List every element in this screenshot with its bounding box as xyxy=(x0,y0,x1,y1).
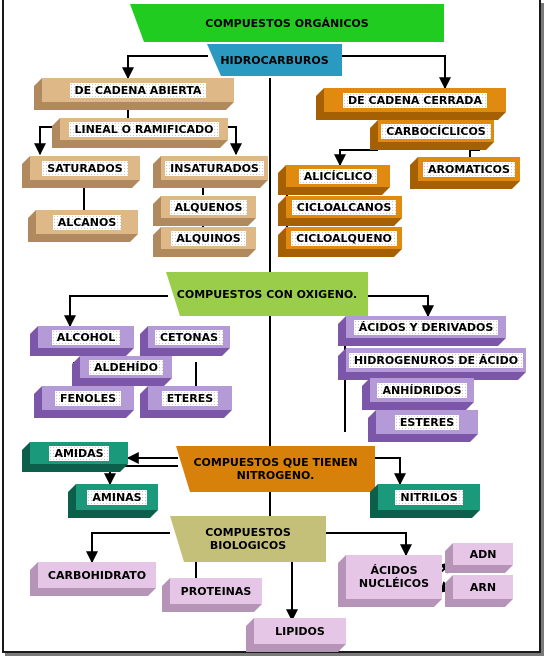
node-hidrogenuros-de-acido: HIDROGENUROS DE ÁCIDO xyxy=(338,348,526,380)
node-de-cadena-cerrada: DE CADENA CERRADA xyxy=(316,88,506,120)
node-esteres: ESTERES xyxy=(368,410,478,442)
node-amidas: AMIDAS xyxy=(22,442,128,472)
node-aliciclico: ALICÍCLICO xyxy=(278,165,390,195)
node-cetonas: CETONAS xyxy=(140,326,230,356)
hidrocarburos-box: HIDROCARBUROS xyxy=(207,44,342,76)
line-to-abierta xyxy=(122,55,208,80)
node-acidos-y-derivados: ÁCIDOS Y DERIVADOS xyxy=(338,316,506,346)
node-arn: ARN xyxy=(445,575,513,607)
node-cicloalcanos: CICLOALCANOS xyxy=(278,196,402,226)
line-to-aromaticos xyxy=(469,149,480,157)
node-eteres: ETERES xyxy=(140,386,232,418)
node-lineal-o-ramificado: LINEAL O RAMIFICADO xyxy=(52,118,228,148)
biologicos-box: COMPUESTOS BIOLOGICOS xyxy=(170,516,326,562)
line-to-cerrada xyxy=(340,55,451,90)
line-to-aliciclico xyxy=(334,149,378,167)
oxigeno-box: COMPUESTOS CON OXIGENO. xyxy=(166,272,368,316)
node-saturados: SATURADOS xyxy=(22,156,140,188)
node-aromaticos: AROMATICOS xyxy=(410,157,520,189)
node-cicloalqueno: CICLOALQUENO xyxy=(278,227,402,257)
node-lipidos: LIPIDOS xyxy=(246,618,346,652)
node-anhidridos: ANHÍDRIDOS xyxy=(362,378,474,410)
node-nitrilos: NITRILOS xyxy=(370,484,480,518)
node-alcanos: ALCANOS xyxy=(28,210,138,242)
node-adn: ADN xyxy=(445,543,513,573)
node-carbohidrato: CARBOHIDRATO xyxy=(30,562,156,596)
node-proteinas: PROTEINAS xyxy=(162,578,262,612)
node-alquenos: ALQUENOS xyxy=(153,196,256,226)
node-aminas: AMINAS xyxy=(68,484,158,518)
line-to-nitrilos xyxy=(375,457,406,486)
line-to-acidos-nucleicos xyxy=(326,532,412,557)
node-fenoles: FENOLES xyxy=(34,386,134,418)
node-alcohol: ALCOHOL xyxy=(30,326,134,356)
node-alquinos: ALQUINOS xyxy=(153,227,256,257)
line-to-acidos xyxy=(368,295,434,318)
node-carbociclicos: CARBOCÍCLICOS xyxy=(370,120,494,150)
node-acidos-nucleicos: ÁCIDOS NUCLÉICOS xyxy=(338,555,442,607)
node-aldehido: ALDEHÍDO xyxy=(72,356,172,386)
title-box: COMPUESTOS ORGÁNICOS xyxy=(130,4,444,42)
node-de-cadena-abierta: DE CADENA ABIERTA xyxy=(34,78,234,110)
line-to-alcohol xyxy=(64,295,168,328)
line-to-carbohidrato xyxy=(86,532,170,564)
node-insaturados: INSATURADOS xyxy=(153,156,268,188)
nitrogeno-box: COMPUESTOS QUE TIENEN NITROGENO. xyxy=(176,446,375,492)
